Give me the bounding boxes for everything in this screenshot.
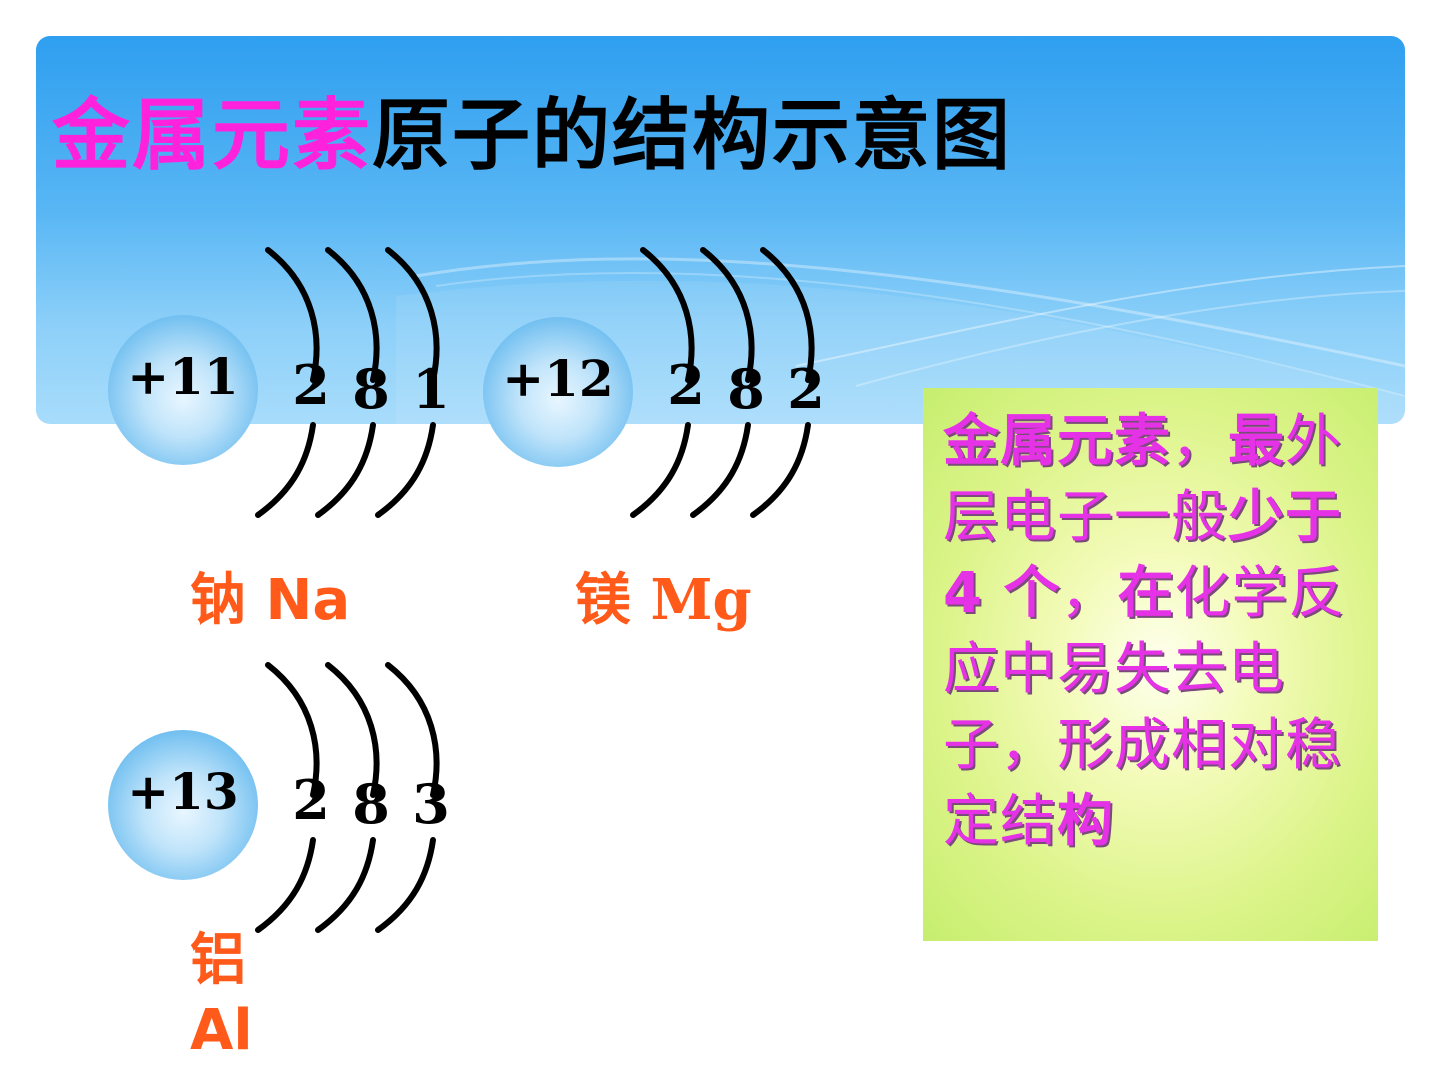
element-symbol: Na bbox=[265, 568, 351, 633]
shell-electron-count: 8 bbox=[727, 357, 765, 421]
title-highlight: 金属元素 bbox=[52, 91, 373, 181]
shell-electron-count: 2 bbox=[292, 353, 330, 417]
title-rest: 原子的结构示意图 bbox=[372, 91, 1013, 181]
electron-shell-arcs bbox=[630, 247, 815, 518]
element-name: 钠 bbox=[190, 567, 246, 633]
shell-electron-count: 2 bbox=[787, 357, 825, 421]
nucleus bbox=[108, 730, 258, 880]
header-banner bbox=[36, 36, 1405, 424]
note-text: ， bbox=[1060, 561, 1118, 626]
nucleus-charge: +11 bbox=[127, 347, 239, 406]
nucleus bbox=[483, 317, 633, 467]
element-label-mg: 镁 Mg bbox=[575, 555, 752, 636]
note-text-bold: 在 bbox=[1117, 561, 1175, 626]
atom-diagram-na: +11 2 8 1 bbox=[108, 245, 468, 535]
explanation-note: 金属元素，最外层电子一般少于 4 个，在化学反应中易失去电子，形成相对稳定结构 bbox=[923, 388, 1378, 941]
note-text: 化学反应中易失去电子，形成相对稳定结 bbox=[943, 561, 1346, 854]
element-symbol: Mg bbox=[650, 567, 752, 633]
note-text-bold: 构 bbox=[1057, 789, 1114, 854]
element-label-na: 钠 Na bbox=[190, 555, 350, 636]
page-title: 金属元素原子的结构示意图 bbox=[52, 86, 1012, 186]
atom-diagram-mg: +12 2 8 2 bbox=[483, 245, 843, 535]
note-text: ， bbox=[1171, 409, 1228, 474]
shell-electron-count: 1 bbox=[412, 357, 450, 421]
nucleus bbox=[108, 315, 258, 465]
electron-shell-arcs bbox=[255, 662, 440, 933]
shell-electron-count: 2 bbox=[667, 353, 705, 417]
shell-electron-count: 8 bbox=[352, 772, 390, 836]
note-text-bold: 最 bbox=[1228, 409, 1285, 474]
note-text-bold: 金属元素 bbox=[943, 409, 1171, 474]
atom-diagram-al: +13 2 8 3 bbox=[108, 660, 468, 950]
nucleus-charge: +12 bbox=[502, 349, 614, 408]
shell-electron-count: 2 bbox=[292, 768, 330, 832]
element-name: 镁 bbox=[575, 567, 631, 633]
element-name: 铝 bbox=[190, 927, 246, 993]
shell-electron-count: 8 bbox=[352, 357, 390, 421]
electron-shell-arcs bbox=[255, 247, 440, 518]
note-text: 外层电子一般 bbox=[943, 409, 1342, 550]
nucleus-charge: +13 bbox=[127, 762, 239, 821]
note-text-bold: 少于 4 个 bbox=[943, 485, 1342, 626]
shell-electron-count: 3 bbox=[412, 772, 450, 836]
element-symbol: Al bbox=[190, 998, 253, 1063]
